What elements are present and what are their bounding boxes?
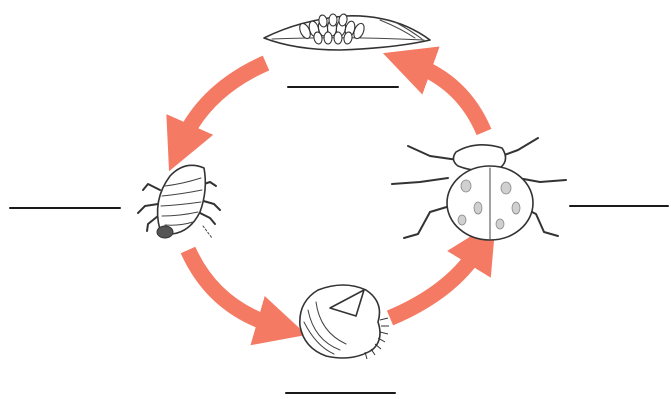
arrow-larva-to-pupa <box>188 250 276 326</box>
arrow-pupa-to-adult <box>390 248 479 318</box>
pupa-icon <box>300 285 389 359</box>
larva-icon <box>138 165 220 238</box>
adult-ladybug-icon <box>392 138 566 240</box>
arrow-adult-to-eggs <box>413 64 484 132</box>
arrow-eggs-to-larva <box>182 63 266 142</box>
eggs-on-leaf-icon <box>264 13 430 50</box>
